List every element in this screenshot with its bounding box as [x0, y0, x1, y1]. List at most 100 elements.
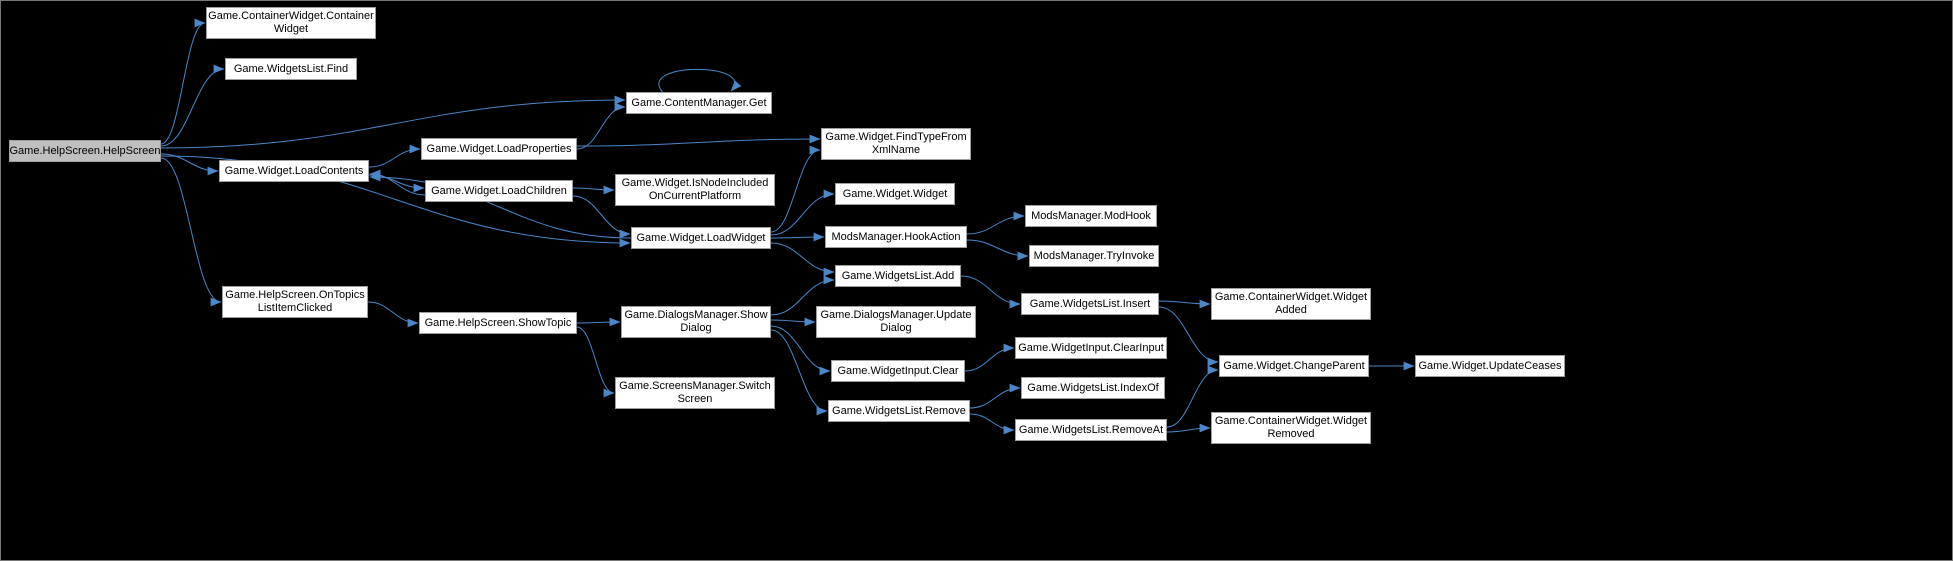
graph-node-label: Added — [1275, 304, 1307, 316]
graph-node-label: ModsManager.TryInvoke — [1033, 249, 1155, 262]
graph-node-label: Game.HelpScreen.HelpScreen — [9, 144, 161, 157]
graph-node-insert[interactable]: Game.WidgetsList.Insert — [1021, 293, 1159, 315]
graph-node-clear[interactable]: Game.WidgetInput.Clear — [831, 360, 965, 382]
graph-node-label: Game.WidgetInput.Clear — [837, 364, 959, 377]
graph-node-label: ModsManager.ModHook — [1031, 209, 1151, 222]
edge-helpscreen-containerwidget — [160, 18, 206, 145]
graph-node-label: Dialog — [880, 322, 912, 334]
graph-node-label: Game.DialogsManager.Update — [820, 309, 972, 321]
graph-node-label: Removed — [1267, 428, 1315, 440]
edge-loadwidget-loadcontents — [369, 172, 632, 239]
graph-node-loadproperties[interactable]: Game.Widget.LoadProperties — [421, 138, 577, 160]
graph-node-label: ModsManager.HookAction — [831, 230, 961, 243]
graph-node-label: Game.Widget.LoadWidget — [636, 231, 766, 244]
edge-loadchildren-loadwidget — [572, 195, 631, 239]
graph-node-label: Game.WidgetInput.ClearInput — [1018, 341, 1164, 354]
graph-node-label: Game.ContainerWidget.Widget — [1214, 291, 1368, 303]
graph-node-label: Game.HelpScreen.ShowTopic — [424, 316, 572, 329]
graph-node-label: XmlName — [871, 144, 921, 156]
graph-node-widgetctor[interactable]: Game.Widget.Widget — [835, 183, 955, 205]
edge-removeat-widgetremoved — [1166, 423, 1211, 433]
edge-helpscreen-loadcontents — [160, 153, 219, 176]
edge-loadwidget-widgetctor — [770, 189, 835, 236]
edge-showdialog-add — [770, 275, 835, 316]
edge-remove-indexof — [969, 383, 1021, 409]
edge-showdialog-clear — [770, 325, 831, 376]
graph-node-label: Widget — [273, 23, 309, 35]
graph-node-changeparent[interactable]: Game.Widget.ChangeParent — [1219, 355, 1369, 377]
graph-node-clearinput[interactable]: Game.WidgetInput.ClearInput — [1015, 337, 1167, 359]
edge-add-insert — [960, 275, 1021, 309]
graph-node-label: Game.Widget.LoadContents — [224, 164, 364, 177]
edge-loadwidget-add — [770, 242, 835, 277]
graph-node-label: Game.WidgetsList.Find — [233, 62, 349, 75]
edge-hookaction-tryinvoke — [966, 239, 1029, 261]
graph-node-label: OnCurrentPlatform — [648, 190, 742, 202]
edge-removeat-changeparent — [1166, 365, 1219, 428]
graph-node-label: Game.WidgetsList.Remove — [832, 404, 966, 417]
edge-hookaction-modhook — [966, 211, 1025, 235]
edge-showdialog-remove — [770, 329, 828, 416]
graph-node-label: Game.HelpScreen.OnTopics — [225, 289, 365, 301]
graph-node-loadcontents[interactable]: Game.Widget.LoadContents — [219, 160, 369, 182]
edge-helpscreen-ontopics — [160, 157, 222, 307]
edge-helpscreen-get — [160, 95, 626, 149]
graph-node-label: Game.ScreensManager.Switch — [619, 380, 771, 392]
graph-node-get[interactable]: Game.ContentManager.Get — [626, 92, 772, 114]
graph-node-label: ListItemClicked — [257, 302, 333, 314]
edge-loadproperties-findtype — [576, 134, 821, 147]
edge-ontopics-showtopic — [367, 301, 419, 328]
graph-node-label: Game.ContentManager.Get — [631, 96, 767, 109]
graph-node-remove[interactable]: Game.WidgetsList.Remove — [828, 400, 970, 422]
graph-node-modhook[interactable]: ModsManager.ModHook — [1025, 205, 1157, 227]
graph-node-label: Dialog — [680, 322, 712, 334]
graph-node-label: Screen — [677, 393, 713, 405]
edge-showtopic-showdialog — [576, 317, 621, 327]
graph-node-add[interactable]: Game.WidgetsList.Add — [835, 265, 961, 287]
graph-node-label: Game.Widget.ChangeParent — [1223, 359, 1365, 372]
edge-loadproperties-get — [576, 102, 626, 150]
edge-loadwidget-hookaction — [770, 232, 825, 242]
edge-loadwidget-findtype — [770, 145, 821, 233]
graph-node-loadwidget[interactable]: Game.Widget.LoadWidget — [631, 227, 771, 249]
edge-loadchildren-isnodeincluded — [572, 185, 615, 195]
graph-node-label: Game.Widget.Widget — [842, 187, 948, 200]
graph-node-label: Game.Widget.LoadProperties — [426, 142, 572, 155]
edge-insert-widgetadded — [1158, 299, 1211, 309]
graph-node-indexof[interactable]: Game.WidgetsList.IndexOf — [1021, 377, 1165, 399]
graph-node-helpscreen: Game.HelpScreen.HelpScreen — [9, 140, 161, 162]
edge-showdialog-updatedialog — [770, 317, 816, 327]
graph-node-updateceases[interactable]: Game.Widget.UpdateCeases — [1415, 355, 1565, 377]
edge-clear-clearinput — [964, 343, 1015, 372]
graph-node-removeat[interactable]: Game.WidgetsList.RemoveAt — [1015, 419, 1167, 441]
graph-node-label: Game.WidgetsList.Insert — [1029, 297, 1151, 310]
graph-node-showtopic[interactable]: Game.HelpScreen.ShowTopic — [419, 312, 577, 334]
graph-node-label: Game.Widget.LoadChildren — [431, 184, 567, 197]
graph-node-label: Game.Widget.UpdateCeases — [1418, 359, 1562, 372]
graph-node-loadchildren[interactable]: Game.Widget.LoadChildren — [425, 180, 573, 202]
graph-node-tryinvoke[interactable]: ModsManager.TryInvoke — [1029, 245, 1159, 267]
edge-showtopic-switchscreen — [576, 326, 615, 398]
edge-insert-changeparent — [1158, 306, 1219, 367]
graph-node-hookaction[interactable]: ModsManager.HookAction — [825, 226, 967, 248]
graph-node-label: Game.ContainerWidget.Container — [208, 10, 374, 22]
graph-node-find[interactable]: Game.WidgetsList.Find — [225, 58, 357, 80]
graph-node-label: Game.WidgetsList.IndexOf — [1027, 381, 1159, 394]
graph-node-label: Game.ContainerWidget.Widget — [1214, 415, 1368, 427]
edge-helpscreen-find — [160, 64, 225, 147]
edge-get-get — [658, 68, 742, 93]
edge-loadcontents-loadproperties — [368, 144, 421, 168]
graph-node-label: Game.Widget.FindTypeFrom — [825, 131, 967, 143]
graph-node-label: Game.Widget.IsNodeIncluded — [621, 177, 769, 189]
